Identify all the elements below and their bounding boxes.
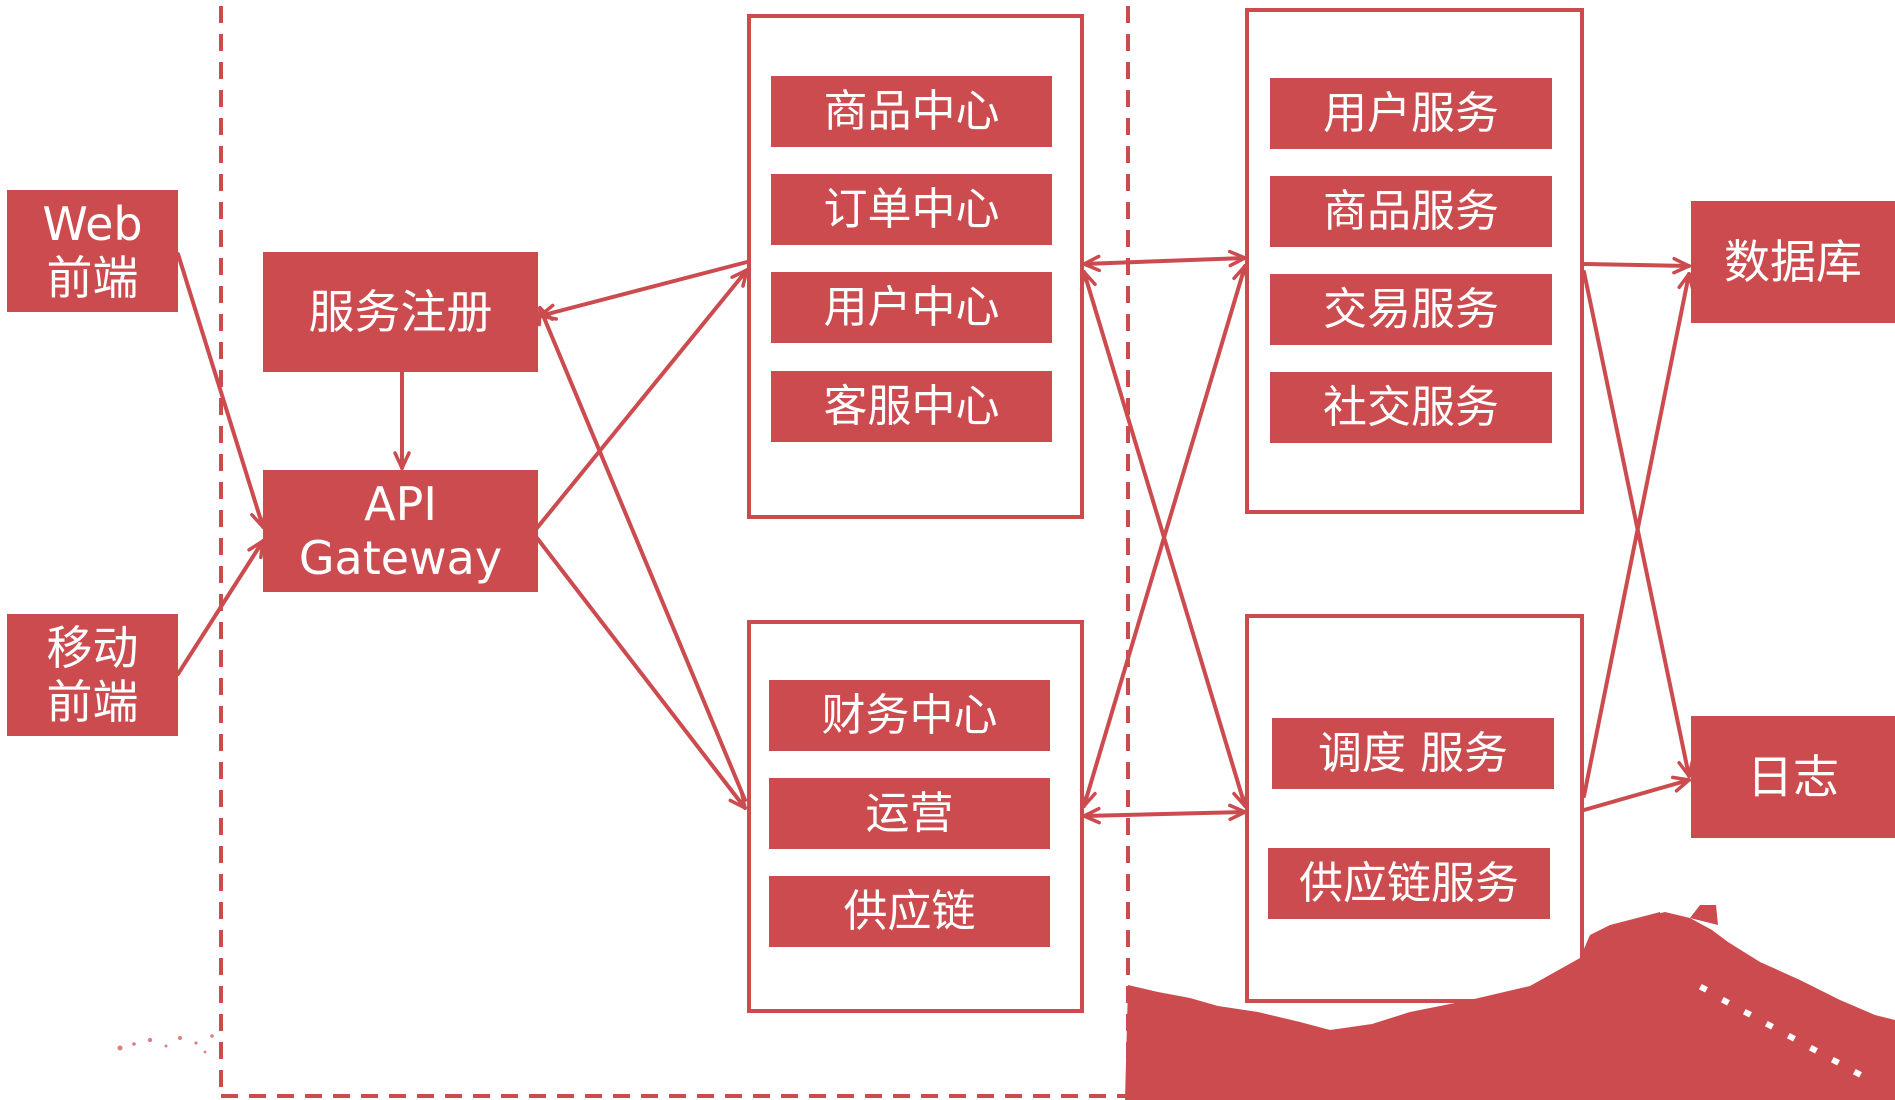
api-gateway-label-line2: Gateway [298, 531, 503, 585]
service-item-trade: 交易服务 [1270, 274, 1552, 345]
service-item-user-label: 用户服务 [1323, 87, 1499, 139]
center-item-finance-label: 财务中心 [821, 689, 998, 741]
center-item-goods: 商品中心 [771, 76, 1052, 147]
mobile-frontend-label-line2: 前端 [46, 675, 139, 729]
center-group-bottom [747, 620, 1084, 1013]
center-item-finance: 财务中心 [769, 680, 1050, 751]
connector-mobile-to-gateway [176, 539, 265, 676]
service-item-trade-label: 交易服务 [1323, 283, 1499, 335]
center-item-customer-service-label: 客服中心 [823, 380, 1000, 432]
center-item-customer-service: 客服中心 [771, 371, 1052, 442]
connector-gateway-to-center-bottom [535, 536, 747, 810]
service-item-goods-label: 商品服务 [1323, 185, 1499, 237]
connector-center-top-service-top [1082, 249, 1247, 273]
log-node: 日志 [1691, 716, 1895, 838]
log-label: 日志 [1747, 749, 1839, 804]
center-item-supply-chain: 供应链 [769, 876, 1050, 947]
great-wall-windows [1698, 983, 1862, 1078]
connector-service-top-to-log [1582, 270, 1695, 778]
mobile-frontend-node: 移动前端 [7, 614, 178, 736]
great-wall-silhouette [1125, 905, 1895, 1100]
service-group-top [1245, 8, 1584, 514]
api-gateway-label-line1: API [364, 476, 437, 531]
connector-registry-center-bottom [537, 306, 747, 802]
center-item-user-label: 用户中心 [823, 281, 1000, 333]
service-item-supply-chain-label: 供应链服务 [1299, 857, 1519, 909]
service-item-supply-chain: 供应链服务 [1268, 848, 1550, 919]
service-item-scheduling-label: 调度 服务 [1318, 727, 1508, 779]
center-item-order-label: 订单中心 [823, 183, 1000, 235]
database-label: 数据库 [1724, 234, 1862, 289]
service-item-goods: 商品服务 [1270, 176, 1552, 247]
service-item-scheduling: 调度 服务 [1272, 718, 1554, 789]
web-frontend-label-line1: Web [42, 196, 143, 251]
service-registry-node: 服务注册 [263, 252, 538, 372]
mobile-frontend-label-line1: 移动 [46, 620, 139, 675]
mist-specks [117, 1034, 214, 1054]
connector-center-bottom-service-bottom [1082, 803, 1247, 825]
center-item-user: 用户中心 [771, 272, 1052, 343]
connector-web-to-gateway [176, 252, 267, 529]
center-item-goods-label: 商品中心 [823, 85, 1000, 137]
center-item-order: 订单中心 [771, 174, 1052, 245]
connector-service-bottom-to-database [1582, 272, 1695, 798]
center-item-supply-chain-label: 供应链 [843, 885, 976, 937]
database-node: 数据库 [1691, 201, 1895, 323]
service-item-user: 用户服务 [1270, 78, 1552, 149]
service-group-bottom [1245, 614, 1584, 1003]
web-frontend-label-line2: 前端 [46, 251, 139, 305]
service-item-social: 社交服务 [1270, 372, 1552, 443]
service-item-social-label: 社交服务 [1323, 381, 1499, 433]
center-group-top [747, 14, 1084, 519]
connector-service-bottom-to-log [1582, 775, 1691, 812]
service-registry-label: 服务注册 [308, 284, 493, 339]
connectors [176, 249, 1695, 825]
center-item-operations: 运营 [769, 778, 1050, 849]
connector-center-bottom-service-top [1079, 264, 1250, 808]
connector-service-top-to-database [1582, 256, 1691, 275]
connector-registry-center-top [538, 260, 749, 321]
center-item-operations-label: 运营 [865, 787, 954, 839]
connector-gateway-to-center-top [535, 268, 749, 530]
